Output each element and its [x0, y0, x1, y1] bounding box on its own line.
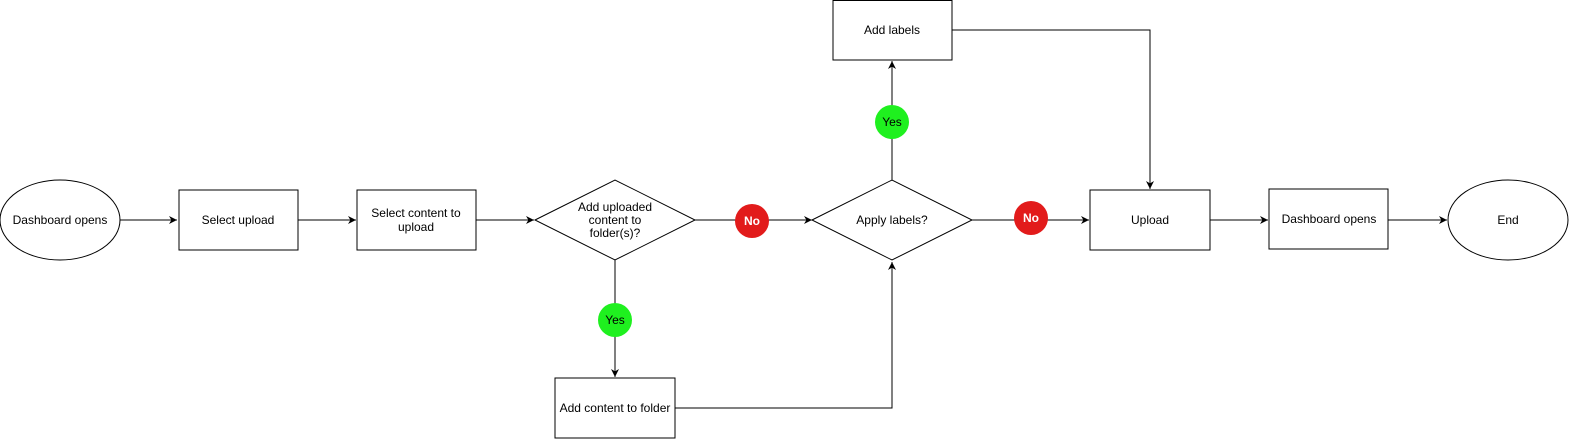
dashboard-opens-node: Dashboard opens — [1268, 188, 1389, 250]
add-labels-node: Add labels — [832, 0, 953, 61]
end-node-label: End — [1497, 213, 1518, 227]
add-to-folder-node: Add content to folder — [554, 377, 676, 439]
labels-no-badge: No — [1014, 201, 1048, 235]
label-line: Select content to — [371, 206, 461, 220]
start-node: Dashboard opens — [0, 179, 121, 261]
end-node: End — [1447, 179, 1569, 261]
add-to-folder-label: Add content to folder — [560, 401, 671, 415]
label-line: content to — [589, 213, 642, 227]
labels-yes-badge: Yes — [875, 105, 909, 139]
folder-yes-badge: Yes — [598, 303, 632, 337]
upload-label: Upload — [1131, 213, 1169, 227]
label-line: upload — [398, 220, 434, 234]
labels-decision-label: Apply labels? — [856, 213, 928, 227]
select-upload-label: Select upload — [202, 213, 275, 227]
add-labels-label: Add labels — [864, 23, 920, 37]
start-node-label: Dashboard opens — [13, 213, 108, 227]
labels-yes-badge-label: Yes — [882, 115, 902, 129]
folder-yes-badge-label: Yes — [605, 313, 625, 327]
folder-no-badge: No — [735, 204, 769, 238]
labels-decision-node: Apply labels? — [810, 179, 974, 261]
folder-no-badge-label: No — [744, 214, 760, 228]
select-upload-node: Select upload — [178, 189, 299, 251]
label-line: folder(s)? — [590, 226, 641, 240]
dashboard-opens-label: Dashboard opens — [1282, 212, 1377, 226]
edge-add-folder-to-labels-decision — [675, 262, 896, 409]
labels-no-badge-label: No — [1023, 211, 1039, 225]
label-line: Add uploaded — [578, 200, 652, 214]
upload-node: Upload — [1089, 189, 1211, 251]
edge-add-labels-to-upload — [952, 29, 1154, 189]
